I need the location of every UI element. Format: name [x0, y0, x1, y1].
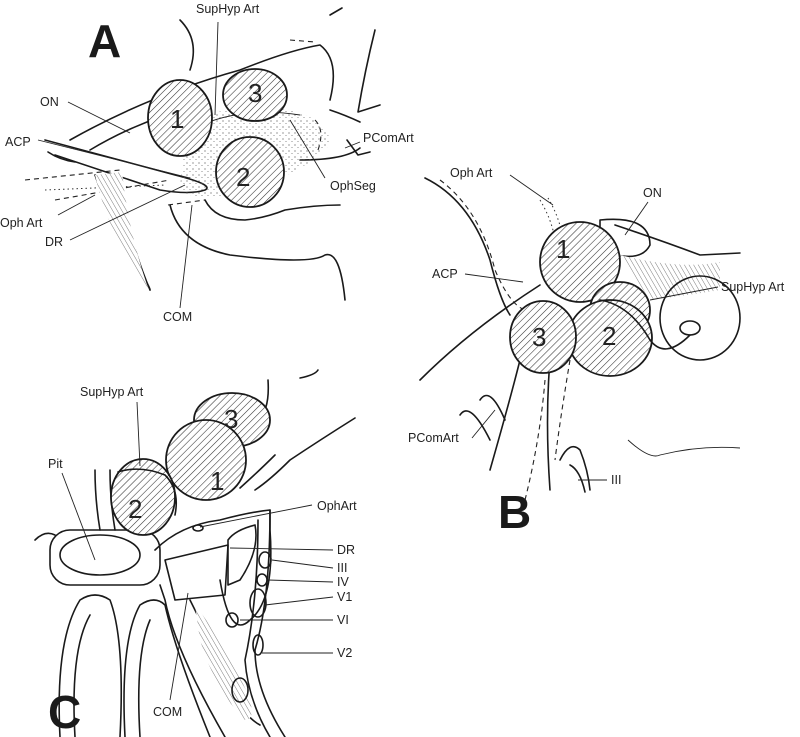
- segment-2-c-label: 2: [128, 494, 142, 524]
- segment-2-b-label: 2: [602, 321, 616, 351]
- label-c-v2: V2: [337, 646, 352, 660]
- panel-c: C 3 1: [34, 369, 357, 737]
- label-a-sup-hyp-art: SupHyp Art: [196, 2, 260, 16]
- label-c-v1: V1: [337, 590, 352, 604]
- segment-3-a: [222, 68, 288, 122]
- label-c-oph-art: OphArt: [317, 499, 357, 513]
- panel-a: A 1 2 3 Su: [0, 2, 414, 324]
- segment-1-a: [147, 79, 213, 157]
- panel-b: B 1 2 3 Oph Art ON: [408, 166, 785, 538]
- label-c-sup-hyp-art: SupHyp Art: [80, 385, 144, 399]
- label-c-pit: Pit: [48, 457, 63, 471]
- label-c-vi: VI: [337, 613, 349, 627]
- label-c-iii: III: [337, 561, 347, 575]
- label-c-iv: IV: [337, 575, 349, 589]
- segment-2-c: [110, 458, 176, 536]
- panel-b-letter: B: [498, 486, 531, 538]
- label-a-com: COM: [163, 310, 192, 324]
- label-b-on: ON: [643, 186, 662, 200]
- label-b-oph-art: Oph Art: [450, 166, 493, 180]
- label-b-sup-hyp-art: SupHyp Art: [721, 280, 785, 294]
- segment-2-a-label: 2: [236, 162, 250, 192]
- segment-3-a-label: 3: [248, 78, 262, 108]
- label-c-dr: DR: [337, 543, 355, 557]
- segment-3-b: [509, 300, 577, 374]
- segment-1-b: [539, 221, 621, 303]
- label-a-acp: ACP: [5, 135, 31, 149]
- label-a-pcom-art: PComArt: [363, 131, 414, 145]
- label-a-on: ON: [40, 95, 59, 109]
- label-c-com: COM: [153, 705, 182, 719]
- label-b-iii: III: [611, 473, 621, 487]
- segment-1-a-label: 1: [170, 104, 184, 134]
- segment-1-c: [165, 419, 247, 501]
- label-a-dr: DR: [45, 235, 63, 249]
- segment-1-c-label: 1: [210, 466, 224, 496]
- label-a-oph-seg: OphSeg: [330, 179, 376, 193]
- panel-c-letter: C: [48, 686, 81, 737]
- label-a-oph-art: Oph Art: [0, 216, 43, 230]
- segment-2-a: [215, 136, 285, 208]
- segment-3-b-label: 3: [532, 322, 546, 352]
- label-b-pcom-art: PComArt: [408, 431, 459, 445]
- label-b-acp: ACP: [432, 267, 458, 281]
- segment-1-b-label: 1: [556, 234, 570, 264]
- panel-a-letter: A: [88, 15, 121, 67]
- segment-3-c-label: 3: [224, 404, 238, 434]
